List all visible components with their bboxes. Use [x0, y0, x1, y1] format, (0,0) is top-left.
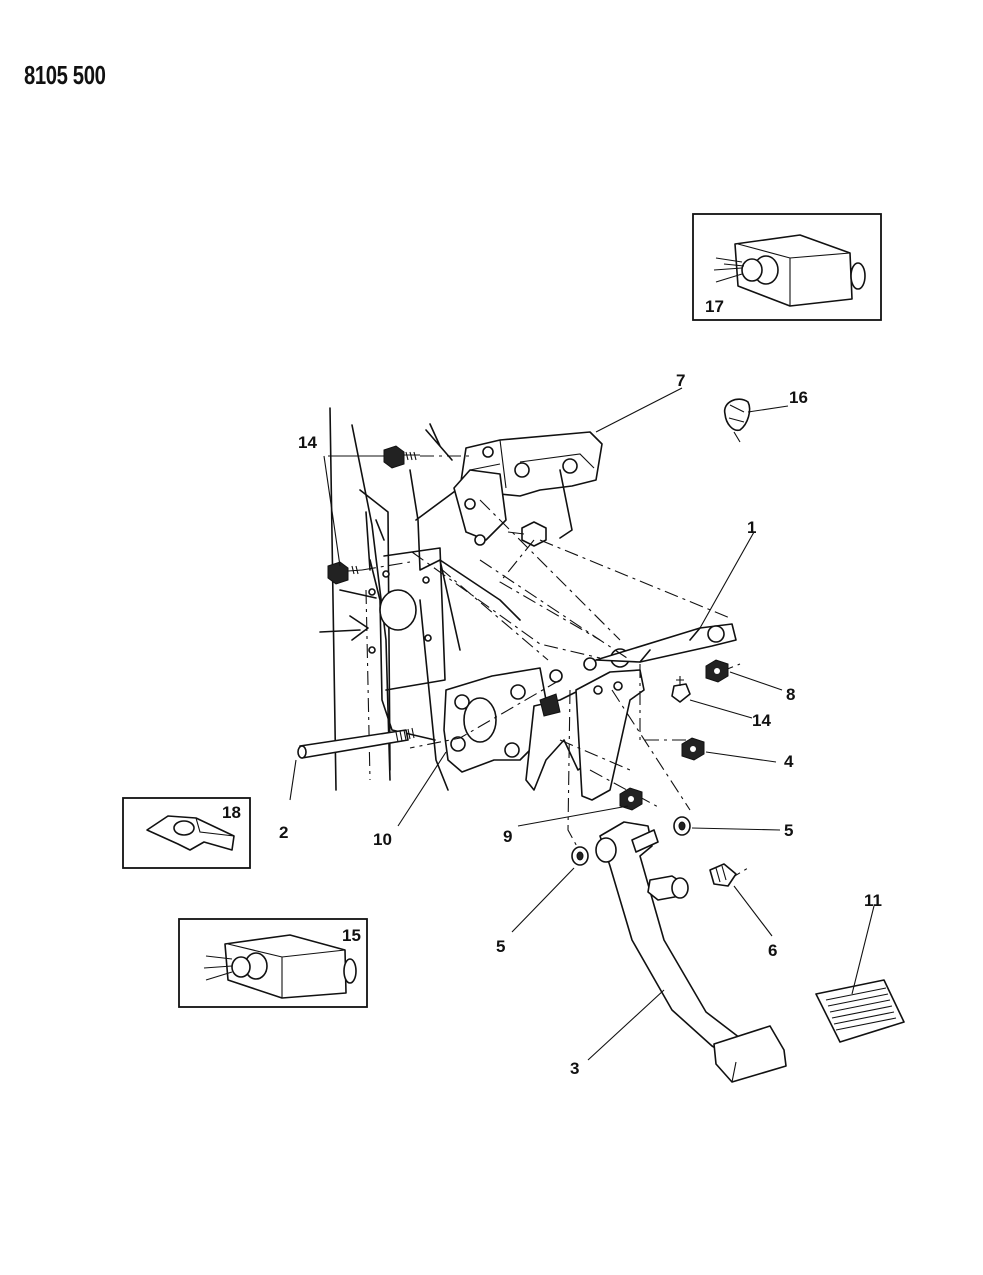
- callout-3: 3: [570, 1059, 579, 1078]
- pivot-assembly: [525, 623, 737, 801]
- leader-lines: [289, 387, 875, 1061]
- pedal-pad-part-11: [815, 979, 905, 1043]
- shaft-part-2: [297, 727, 415, 759]
- callout-14-right: 14: [752, 711, 771, 730]
- inset-label-17: 17: [705, 297, 724, 316]
- nut-part-4: [681, 737, 705, 761]
- inset-box-18: 18: [122, 797, 251, 869]
- clip-part-6: [709, 863, 737, 887]
- upper-bracket-part-7: [453, 431, 603, 547]
- callout-14-upper: 14: [298, 433, 317, 452]
- callout-labels: 1 2 3 4 5 5 6 7 8 9 10 11 14 14 16: [279, 371, 882, 1078]
- callout-10: 10: [373, 830, 392, 849]
- diagram-code: 8105 500: [24, 60, 106, 90]
- callout-4: 4: [784, 752, 794, 771]
- bolt-part-14-right: [671, 676, 691, 703]
- inset-box-17: 17: [692, 213, 882, 321]
- bushing-part-5-left: [571, 846, 589, 866]
- assembly-lines: [365, 499, 749, 881]
- inset-label-18: 18: [222, 803, 241, 822]
- callout-5-right: 5: [784, 821, 793, 840]
- callout-5-left: 5: [496, 937, 505, 956]
- pedal-bracket-part-10: [419, 599, 547, 791]
- callout-9: 9: [503, 827, 512, 846]
- pedal-arm-part-3: [595, 821, 787, 1083]
- callout-8: 8: [786, 685, 795, 704]
- callout-7: 7: [676, 371, 685, 390]
- inset-box-15: 15: [178, 918, 368, 1008]
- callout-6: 6: [768, 941, 777, 960]
- callout-16: 16: [789, 388, 808, 407]
- bolt-part-14-mid: [327, 561, 411, 585]
- bolt-part-14-upper: [383, 445, 470, 469]
- nut-part-8: [705, 659, 729, 683]
- nut-part-9: [619, 787, 643, 811]
- inset-label-15: 15: [342, 926, 361, 945]
- bushing-part-5-right: [673, 816, 691, 836]
- clip-part-16: [723, 398, 751, 443]
- callout-1: 1: [747, 518, 756, 537]
- callout-11: 11: [864, 891, 882, 910]
- callout-2: 2: [279, 823, 288, 842]
